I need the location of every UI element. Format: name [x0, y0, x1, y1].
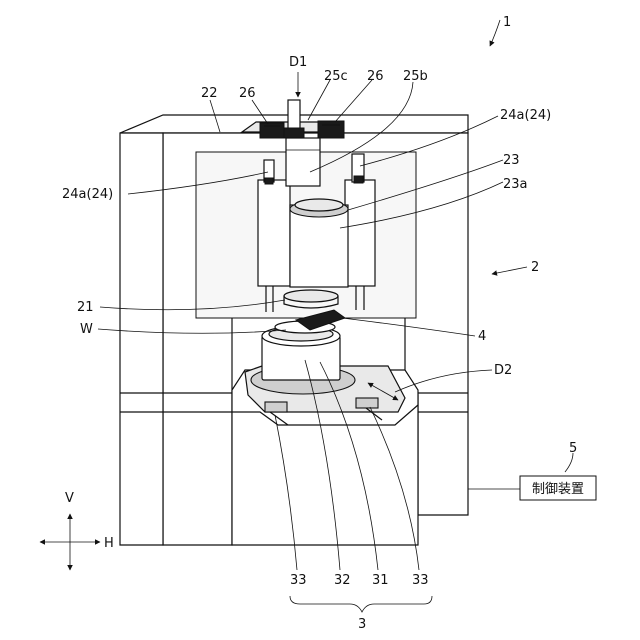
label-frame: 2 — [531, 260, 539, 275]
label-33-right: 33 — [412, 573, 429, 588]
label-23: 23 — [503, 153, 520, 168]
label-h: H — [104, 536, 114, 551]
label-21: 21 — [77, 300, 94, 315]
label-25b: 25b — [403, 69, 428, 84]
label-31: 31 — [372, 573, 389, 588]
table-unit — [232, 310, 418, 545]
label-w: W — [80, 322, 93, 337]
controller-box: 制御装置 — [520, 476, 596, 500]
label-32: 32 — [334, 573, 351, 588]
axis-indicator — [40, 514, 100, 570]
label-23a: 23a — [503, 177, 528, 192]
label-d2: D2 — [494, 363, 512, 378]
label-24a-left: 24a(24) — [62, 187, 113, 202]
label-table-unit: 3 — [358, 617, 366, 632]
label-device: 1 — [503, 15, 511, 30]
controller-box-label: 制御装置 — [532, 482, 584, 497]
label-d1: D1 — [289, 55, 307, 70]
label-33-left: 33 — [290, 573, 307, 588]
label-4: 4 — [478, 329, 486, 344]
label-26-right: 26 — [367, 69, 384, 84]
label-v: V — [65, 491, 74, 506]
label-24a-right: 24a(24) — [500, 108, 551, 123]
label-5: 5 — [569, 441, 577, 456]
label-26-left: 26 — [239, 86, 256, 101]
label-25c: 25c — [324, 69, 348, 84]
label-22: 22 — [201, 86, 218, 101]
